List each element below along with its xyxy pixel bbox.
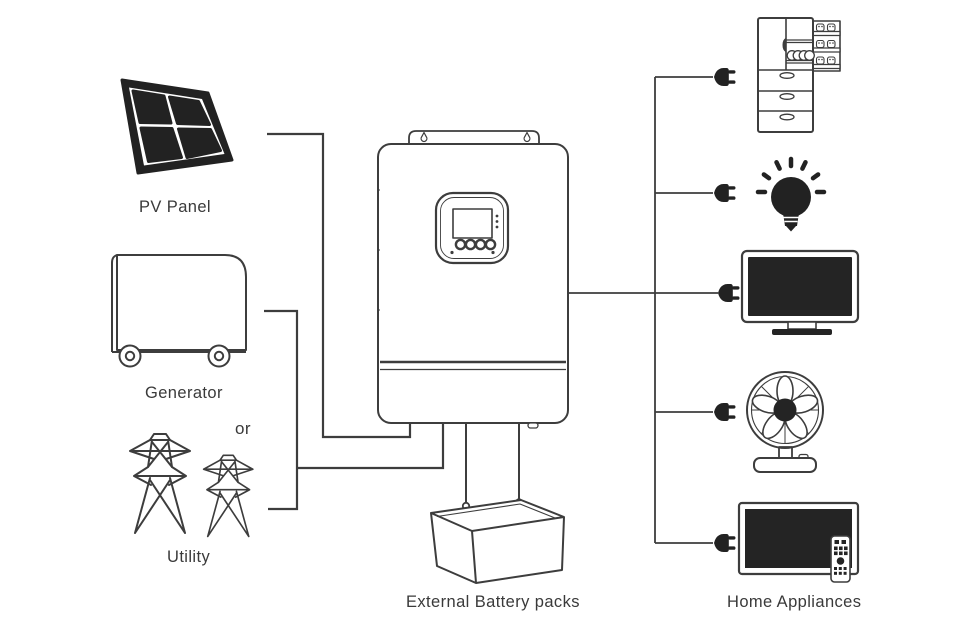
solar-panel-icon <box>120 78 234 175</box>
plug-icon <box>714 68 736 86</box>
wire-pv-to-inverter <box>267 132 412 439</box>
generator-label: Generator <box>145 384 223 402</box>
utility-towers-icon <box>129 433 254 538</box>
inverter-mounting-bracket <box>408 130 540 144</box>
inverter-body <box>377 143 569 429</box>
battery-icon <box>430 498 565 584</box>
utility-label: Utility <box>167 548 211 566</box>
inverter-display-panel <box>434 191 510 265</box>
fridge-door-shelves <box>812 20 841 72</box>
home-appliances-label: Home Appliances <box>727 593 862 611</box>
plug-icon <box>714 403 736 421</box>
tower-small <box>202 454 254 538</box>
wire-inverter-to-battery <box>465 423 520 503</box>
wire-generator-utility-to-inverter <box>264 309 445 511</box>
light-bulb-icon <box>755 156 827 232</box>
control-buttons <box>454 238 497 251</box>
plug-icon <box>718 284 740 302</box>
inverter-icon <box>377 130 569 429</box>
pv-panel-label: PV Panel <box>139 198 211 216</box>
lcd-screen <box>452 208 493 239</box>
appliance-bus-wires <box>568 76 718 544</box>
television-icon <box>740 249 860 335</box>
or-label: or <box>235 419 251 438</box>
desk-fan-icon <box>746 371 824 473</box>
remote-control-icon <box>830 535 851 583</box>
plug-icon <box>714 184 736 202</box>
plug-icon <box>714 534 736 552</box>
generator-icon <box>111 254 247 368</box>
tower-large <box>129 433 191 534</box>
refrigerator-icon <box>757 17 841 133</box>
external-battery-label: External Battery packs <box>406 593 580 611</box>
led-indicators <box>495 214 499 229</box>
television-with-remote-icon <box>737 501 860 583</box>
